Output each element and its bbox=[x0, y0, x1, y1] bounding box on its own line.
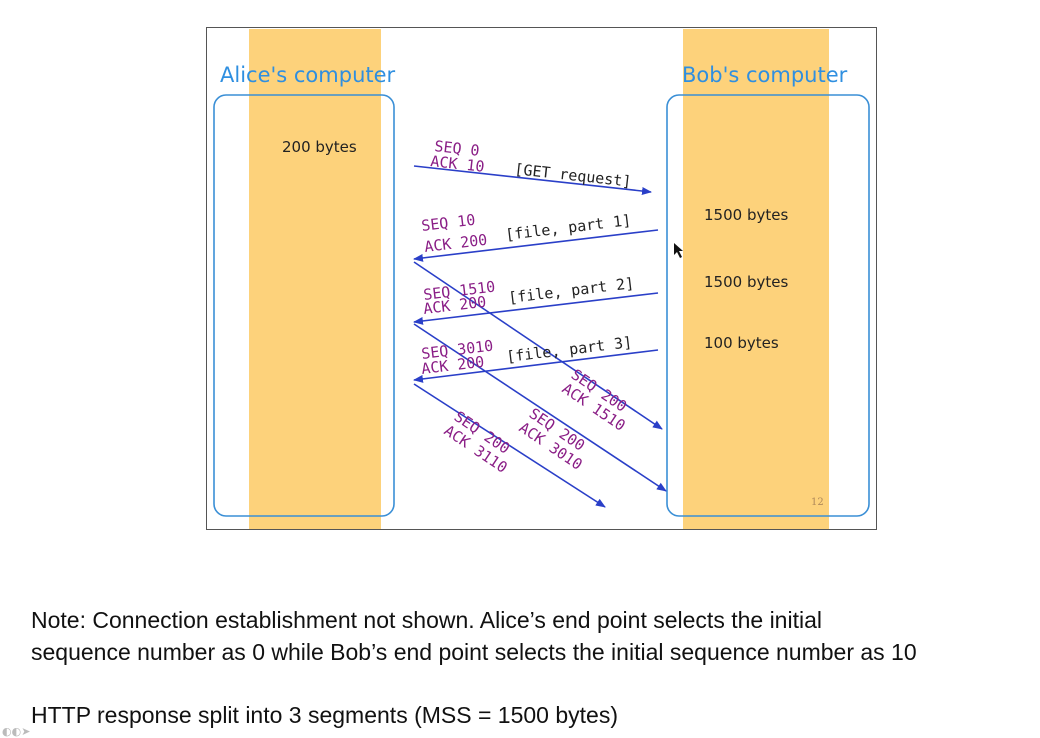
arrow-ack-3010 bbox=[413, 323, 667, 492]
bob-host-box bbox=[666, 94, 870, 517]
alice-host-title: Alice's computer bbox=[220, 63, 396, 87]
arrow-ack-3110 bbox=[413, 383, 606, 508]
arrow-right-icon[interactable]: ➤ bbox=[21, 725, 31, 738]
slide-nav-controls[interactable]: ◐◐➤ bbox=[2, 726, 62, 737]
msg-get-request-payload: [GET request] bbox=[514, 160, 633, 191]
bob-buffer-label-1: 1500 bytes bbox=[704, 206, 788, 224]
note-line-1: Note: Connection establishment not shown… bbox=[31, 607, 822, 633]
alice-buffer-label: 200 bytes bbox=[282, 138, 357, 156]
msg-get-request-ack: ACK 10 bbox=[430, 152, 486, 176]
msg-file-part-2-payload: [file, part 2] bbox=[507, 274, 635, 307]
bob-buffer-label-3: 100 bytes bbox=[704, 334, 779, 352]
arrow-ack-1510 bbox=[413, 261, 663, 430]
bob-buffer-label-2: 1500 bytes bbox=[704, 273, 788, 291]
alice-host-box bbox=[213, 94, 395, 517]
msg-file-part-1-ack: ACK 200 bbox=[423, 231, 488, 256]
msg-file-part-1-payload: [file, part 1] bbox=[504, 211, 632, 244]
next-slide-icon[interactable]: ◐ bbox=[11, 725, 22, 738]
note-line-3: HTTP response split into 3 segments (MSS… bbox=[31, 702, 618, 728]
arrow-file-part-1 bbox=[413, 229, 659, 262]
note-line-2: sequence number as 0 while Bob’s end poi… bbox=[31, 639, 917, 665]
bob-timeline-column bbox=[683, 29, 829, 529]
arrow-get-request bbox=[413, 165, 652, 195]
tcp-sequence-diagram: Alice's computer Bob's computer 200 byte… bbox=[213, 29, 870, 529]
mouse-cursor-icon bbox=[674, 243, 683, 258]
msg-get-request-seq: SEQ 0 bbox=[434, 137, 481, 160]
prev-slide-icon[interactable]: ◐ bbox=[2, 725, 12, 738]
msg-file-part-1-seq: SEQ 10 bbox=[420, 211, 476, 235]
arrow-file-part-2 bbox=[413, 292, 659, 325]
page-number: 12 bbox=[811, 497, 824, 508]
alice-timeline-column bbox=[249, 29, 381, 529]
arrow-file-part-3 bbox=[413, 349, 659, 383]
bob-host-title: Bob's computer bbox=[682, 63, 848, 87]
